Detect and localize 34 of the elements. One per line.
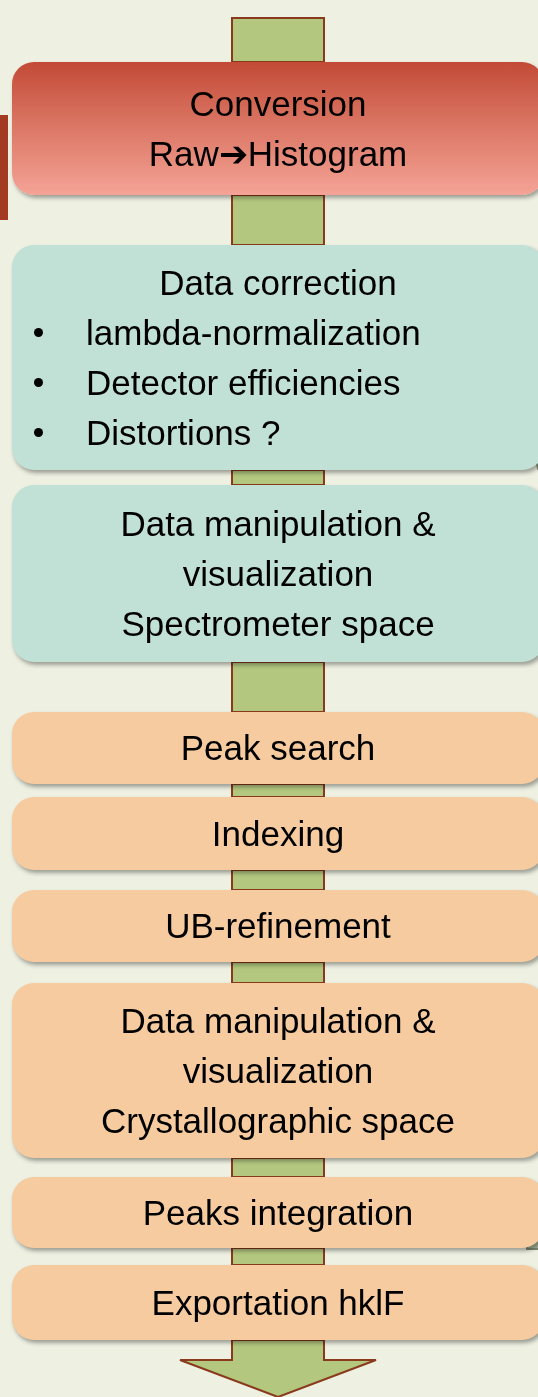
list-item: Distortions ?: [86, 411, 281, 454]
box-label: UB-refinement: [165, 905, 391, 947]
box-label: Crystallographic space: [100, 1099, 456, 1142]
box-label: Raw➔Histogram: [148, 132, 408, 175]
box-label: Data manipulation & visualization: [119, 502, 437, 595]
box-label: Peak search: [180, 727, 376, 769]
process-box: [12, 1265, 538, 1340]
arrow: [231, 1247, 325, 1266]
process-box: [12, 890, 538, 962]
box-label: Spectrometer space: [121, 602, 435, 645]
process-box: [12, 983, 538, 1158]
arrow: [231, 661, 325, 713]
box-label: Peaks integration: [142, 1191, 414, 1234]
arrow: [231, 194, 325, 246]
list-item: lambda-normalization: [86, 311, 421, 354]
box-label: Exportation hklF: [151, 1281, 405, 1324]
arrow: [231, 469, 325, 486]
process-box: [12, 712, 538, 784]
arrow: [231, 1157, 325, 1178]
arrow: [179, 1339, 377, 1397]
arrow: [231, 869, 325, 891]
process-box: [12, 1177, 538, 1248]
box-label: Indexing: [211, 812, 345, 855]
box-label: Data manipulation & visualization: [119, 999, 437, 1092]
process-box: [12, 62, 538, 195]
box-heading: Data correction: [159, 261, 397, 304]
arrow: [231, 961, 325, 984]
process-box: [12, 797, 538, 870]
arrow: [231, 17, 325, 63]
process-box: [12, 245, 538, 470]
process-box: [12, 485, 538, 662]
arrow: [231, 783, 325, 798]
box-label: Conversion: [189, 82, 367, 125]
list-item: Detector efficiencies: [86, 361, 401, 404]
